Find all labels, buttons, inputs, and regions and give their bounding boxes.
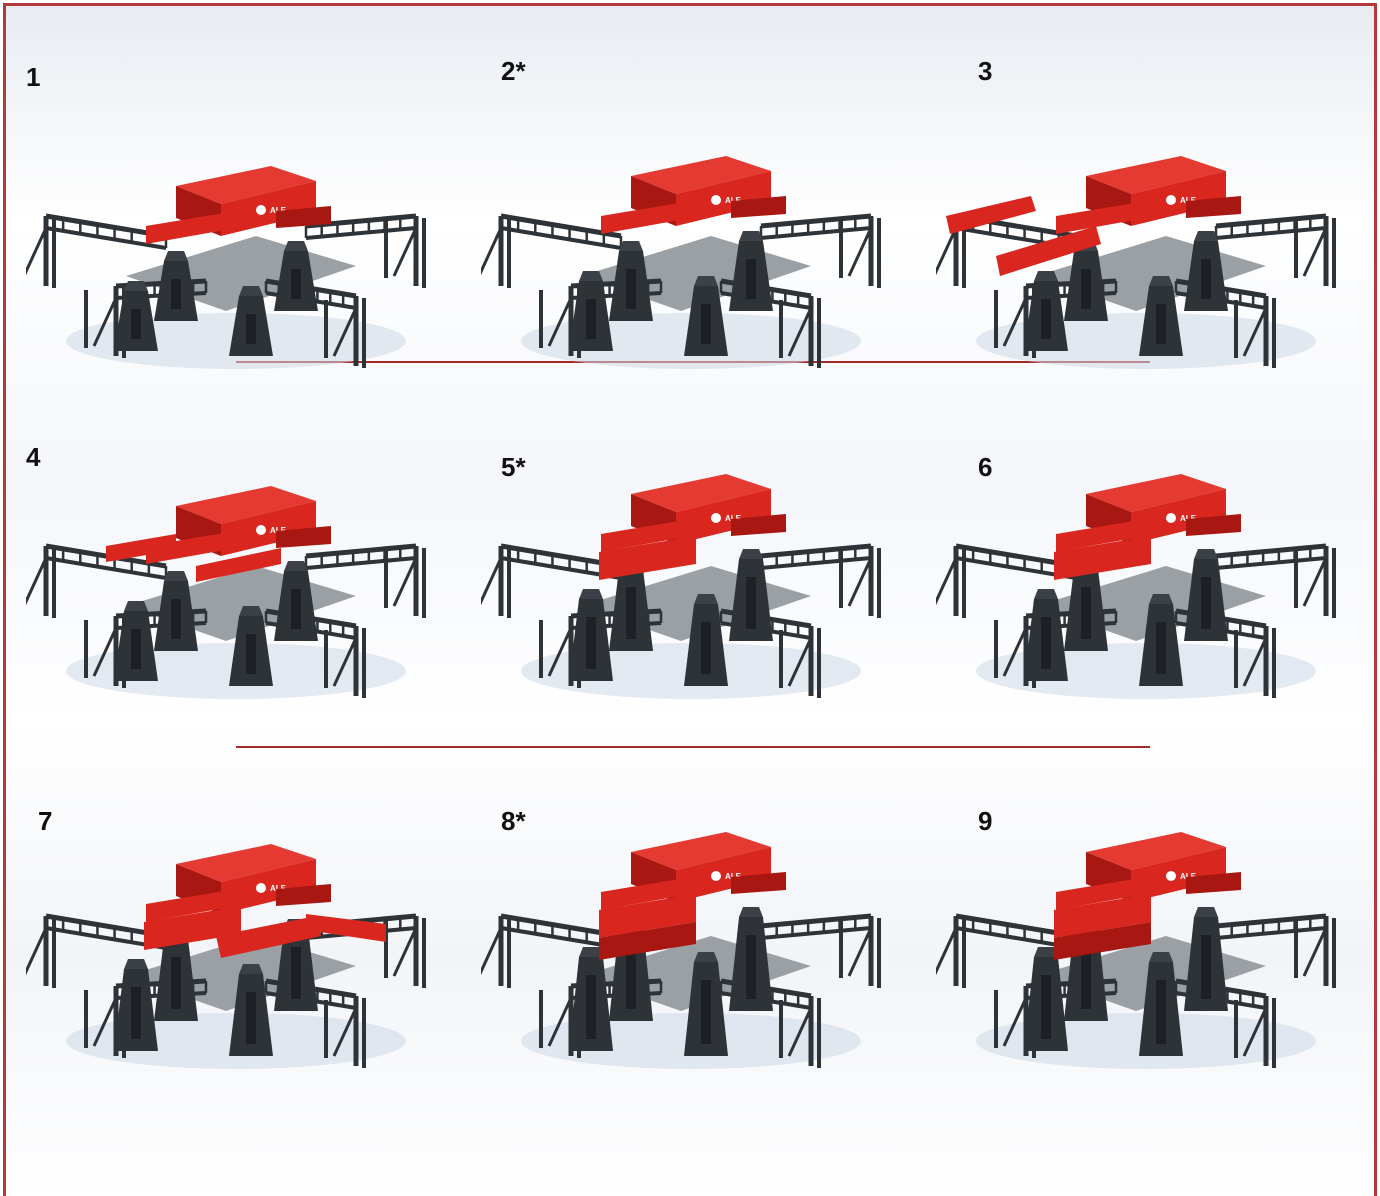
jack-tower-front-left xyxy=(114,281,158,351)
step-label: 2* xyxy=(501,56,526,87)
truss-right-back xyxy=(306,546,424,618)
jack-tower-back-right xyxy=(729,549,773,641)
step-label: 9 xyxy=(978,806,992,837)
jacking-system-render: ALE xyxy=(481,416,901,716)
jack-tower-front-left xyxy=(569,947,613,1051)
step-label: 3 xyxy=(978,56,992,87)
jack-tower-front-left xyxy=(1024,947,1068,1051)
jacking-system-render: ALE xyxy=(26,786,446,1086)
jacking-system-render: ALE xyxy=(481,86,901,386)
truss-right-back xyxy=(306,216,424,288)
step-panel-5: ALE xyxy=(481,416,901,716)
step-panel-3: ALE xyxy=(936,86,1356,386)
step-label: 8* xyxy=(501,806,526,837)
jack-tower-back-right xyxy=(274,561,318,641)
step-label: 6 xyxy=(978,452,992,483)
step-label: 1 xyxy=(26,62,40,93)
jack-tower-back-left xyxy=(609,241,653,321)
step-panel-2: ALE xyxy=(481,86,901,386)
truss-right-back xyxy=(1216,916,1334,988)
step-panel-7: ALE xyxy=(26,786,446,1086)
step-panel-6: ALE xyxy=(936,416,1356,716)
jacking-system-render: ALE xyxy=(26,416,446,716)
jack-tower-back-right xyxy=(729,907,773,1011)
step-panel-9: ALE xyxy=(936,786,1356,1086)
truss-right-back xyxy=(761,216,879,288)
jacking-system-render: ALE xyxy=(936,416,1356,716)
jack-tower-back-right xyxy=(729,231,773,311)
jack-tower-back-right xyxy=(1184,549,1228,641)
jack-tower-back-right xyxy=(1184,231,1228,311)
jack-tower-back-right xyxy=(1184,907,1228,1011)
step-panel-4: ALE xyxy=(26,416,446,716)
step-label: 5* xyxy=(501,452,526,483)
jacking-system-render: ALE xyxy=(481,786,901,1086)
jacking-system-render: ALE xyxy=(936,786,1356,1086)
row-divider-2 xyxy=(236,746,1150,748)
step-panel-8: ALE xyxy=(481,786,901,1086)
jacking-system-render: ALE xyxy=(26,86,446,386)
jacking-system-render: ALE xyxy=(936,86,1356,386)
step-panel-1: ALE xyxy=(26,86,446,386)
truss-right-back xyxy=(761,546,879,618)
truss-right-back xyxy=(1216,546,1334,618)
step-label: 7 xyxy=(38,806,52,837)
truss-right-back xyxy=(1216,216,1334,288)
jack-tower-back-left xyxy=(154,571,198,651)
truss-right-back xyxy=(761,916,879,988)
step-label: 4 xyxy=(26,442,40,473)
